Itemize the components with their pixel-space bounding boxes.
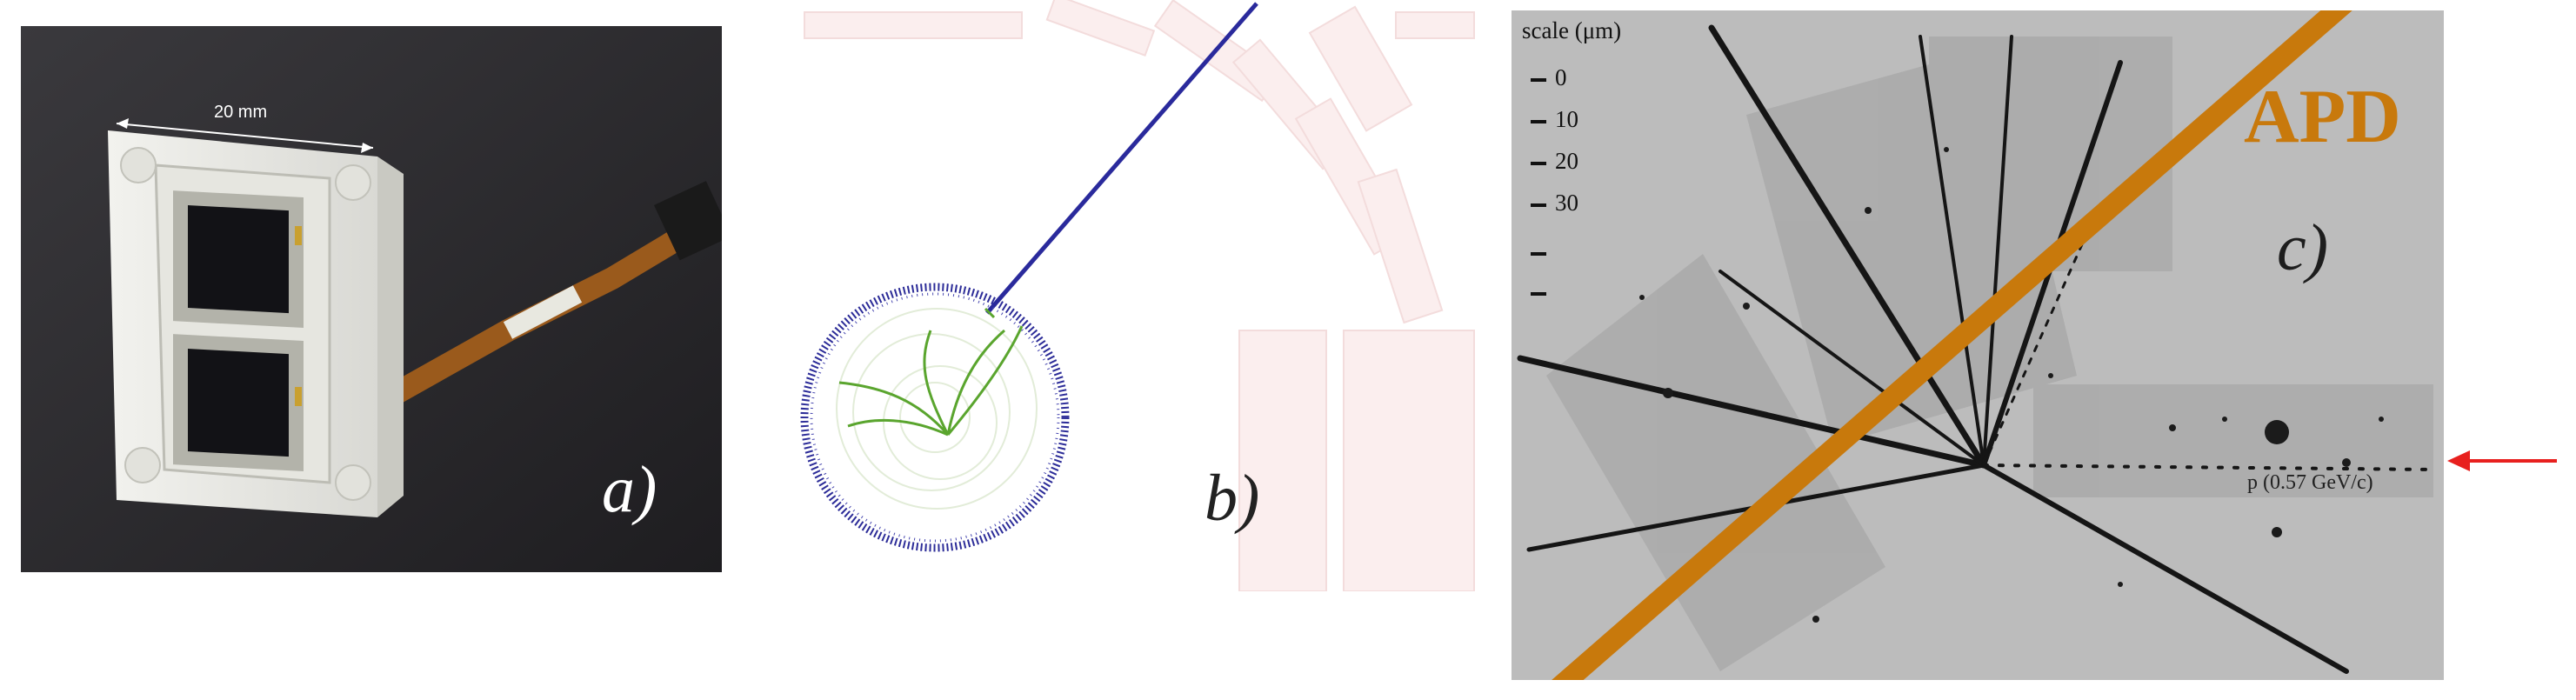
scale-tick: 10 xyxy=(1531,106,1578,133)
apd-module-photo: 20 mm a) xyxy=(21,26,722,572)
emulsion-image: scale (μm) 0 10 20 30 APD c) p (0.57 GeV… xyxy=(1512,10,2444,680)
apd-label: APD xyxy=(2244,75,2401,159)
proton-label: p (0.57 GeV/c) xyxy=(2247,471,2373,494)
scale-tick xyxy=(1531,278,1555,305)
panel-b-label: b) xyxy=(1205,462,1260,535)
scale-tick: 0 xyxy=(1531,64,1567,91)
dimension-label: 20 mm xyxy=(214,103,268,122)
scale-title: scale (μm) xyxy=(1522,17,1622,43)
scale-tick: 30 xyxy=(1531,190,1578,217)
emulsion-drawing xyxy=(1512,10,2444,680)
arrow-left-icon xyxy=(2447,450,2557,471)
event-display-drawing xyxy=(800,0,1475,591)
scale-tick: 20 xyxy=(1531,148,1578,175)
panel-a-label: a) xyxy=(602,453,657,526)
scale-tick xyxy=(1531,238,1555,265)
event-display: b) xyxy=(787,0,1483,591)
apd-module-drawing xyxy=(21,26,722,572)
panel-c-label: c) xyxy=(2277,211,2329,284)
